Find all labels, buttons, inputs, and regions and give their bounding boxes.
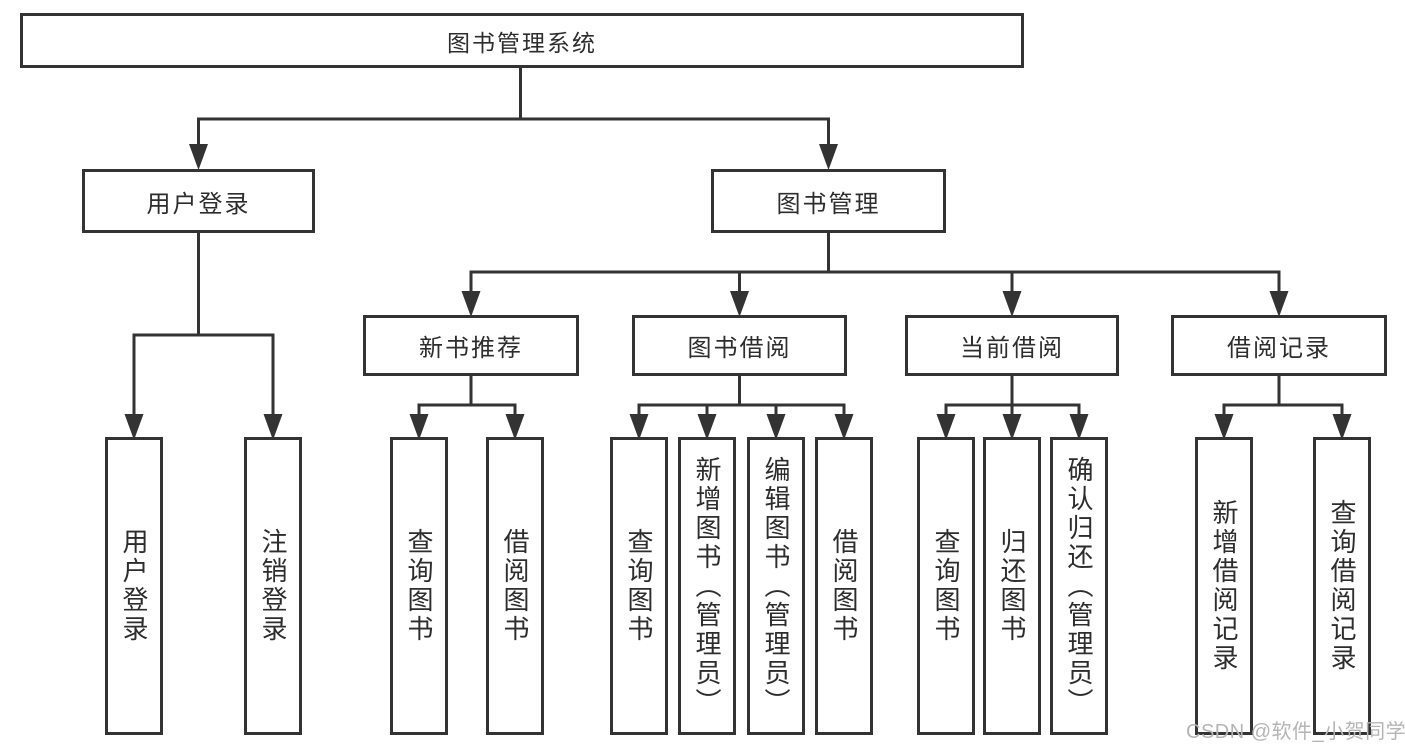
arrow-down-icon [936,414,956,440]
connector-root-to-level2 [197,68,830,148]
leaf-confirm-return-admin: 确认归还（管理员） [1050,437,1108,735]
arrow-down-icon [189,144,208,170]
leaf-query-books-recommend: 查询图书 [390,437,448,735]
arrowheads [124,144,1352,440]
node-new-book-recommend: 新书推荐 [363,315,579,376]
arrow-down-icon [1002,291,1022,317]
leaf-add-book-admin: 新增图书（管理员） [678,437,736,735]
leaf-borrow-books-recommend: 借阅图书 [486,437,544,735]
arrow-down-icon [834,414,854,440]
arrow-down-icon [1332,414,1352,440]
connector-book-borrow-children [637,376,846,420]
connector-book-management-children [469,233,1281,295]
node-root: 图书管理系统 [20,13,1024,68]
arrow-down-icon [1214,414,1234,440]
arrow-down-icon [730,291,749,317]
leaf-add-borrow-record: 新增借阅记录 [1195,437,1253,735]
arrow-down-icon [1002,414,1022,440]
leaf-borrow-books: 借阅图书 [815,437,873,735]
node-current-borrow: 当前借阅 [905,315,1119,376]
node-user-login: 用户登录 [82,169,315,233]
node-book-management: 图书管理 [711,169,946,233]
arrow-down-icon [124,414,144,440]
leaf-logout: 注销登录 [244,437,302,735]
arrow-down-icon [819,144,838,170]
node-borrow-records: 借阅记录 [1171,315,1387,376]
arrow-down-icon [766,414,786,440]
leaf-query-books-borrow: 查询图书 [610,437,668,735]
leaf-return-book: 归还图书 [983,437,1041,735]
watermark: CSDN @软件_小贺同学 [1186,721,1405,743]
arrow-down-icon [629,414,649,440]
arrow-down-icon [505,414,525,440]
connector-current-borrow-children [944,376,1081,420]
leaf-user-login: 用户登录 [105,437,163,735]
node-book-borrow: 图书借阅 [632,315,847,376]
arrow-down-icon [1069,414,1089,440]
connector-new-book-children [417,376,517,420]
arrow-down-icon [263,414,283,440]
arrow-down-icon [461,291,481,317]
arrow-down-icon [409,414,429,440]
leaf-edit-book-admin: 编辑图书（管理员） [747,437,805,735]
connector-user-login-children [132,233,275,418]
connector-borrow-records-children [1222,376,1344,420]
leaf-query-books-current: 查询图书 [917,437,975,735]
arrow-down-icon [697,414,717,440]
leaf-query-borrow-record: 查询借阅记录 [1313,437,1371,735]
arrow-down-icon [1269,291,1289,317]
